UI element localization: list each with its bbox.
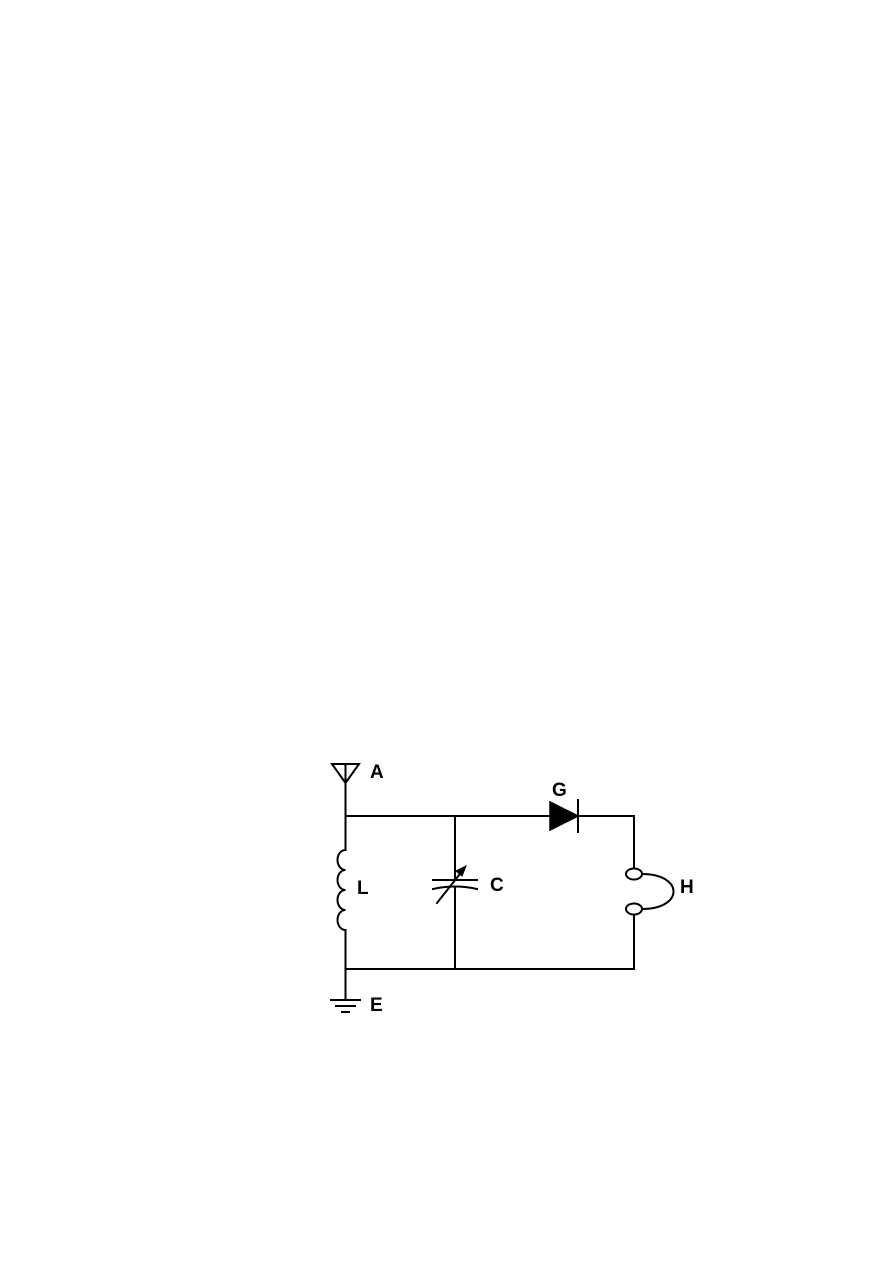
label-earth: E: [370, 995, 383, 1016]
label-inductor: L: [357, 878, 369, 899]
label-antenna: A: [370, 762, 384, 783]
diode-icon: [549, 799, 580, 833]
coil-icon: [336, 848, 347, 932]
label-capacitor: C: [490, 875, 504, 896]
label-diode: G: [552, 780, 567, 801]
antenna-icon: [330, 763, 361, 817]
headphones-icon: [625, 867, 675, 916]
ground-icon: [330, 968, 361, 1013]
label-headphones: H: [680, 877, 694, 898]
